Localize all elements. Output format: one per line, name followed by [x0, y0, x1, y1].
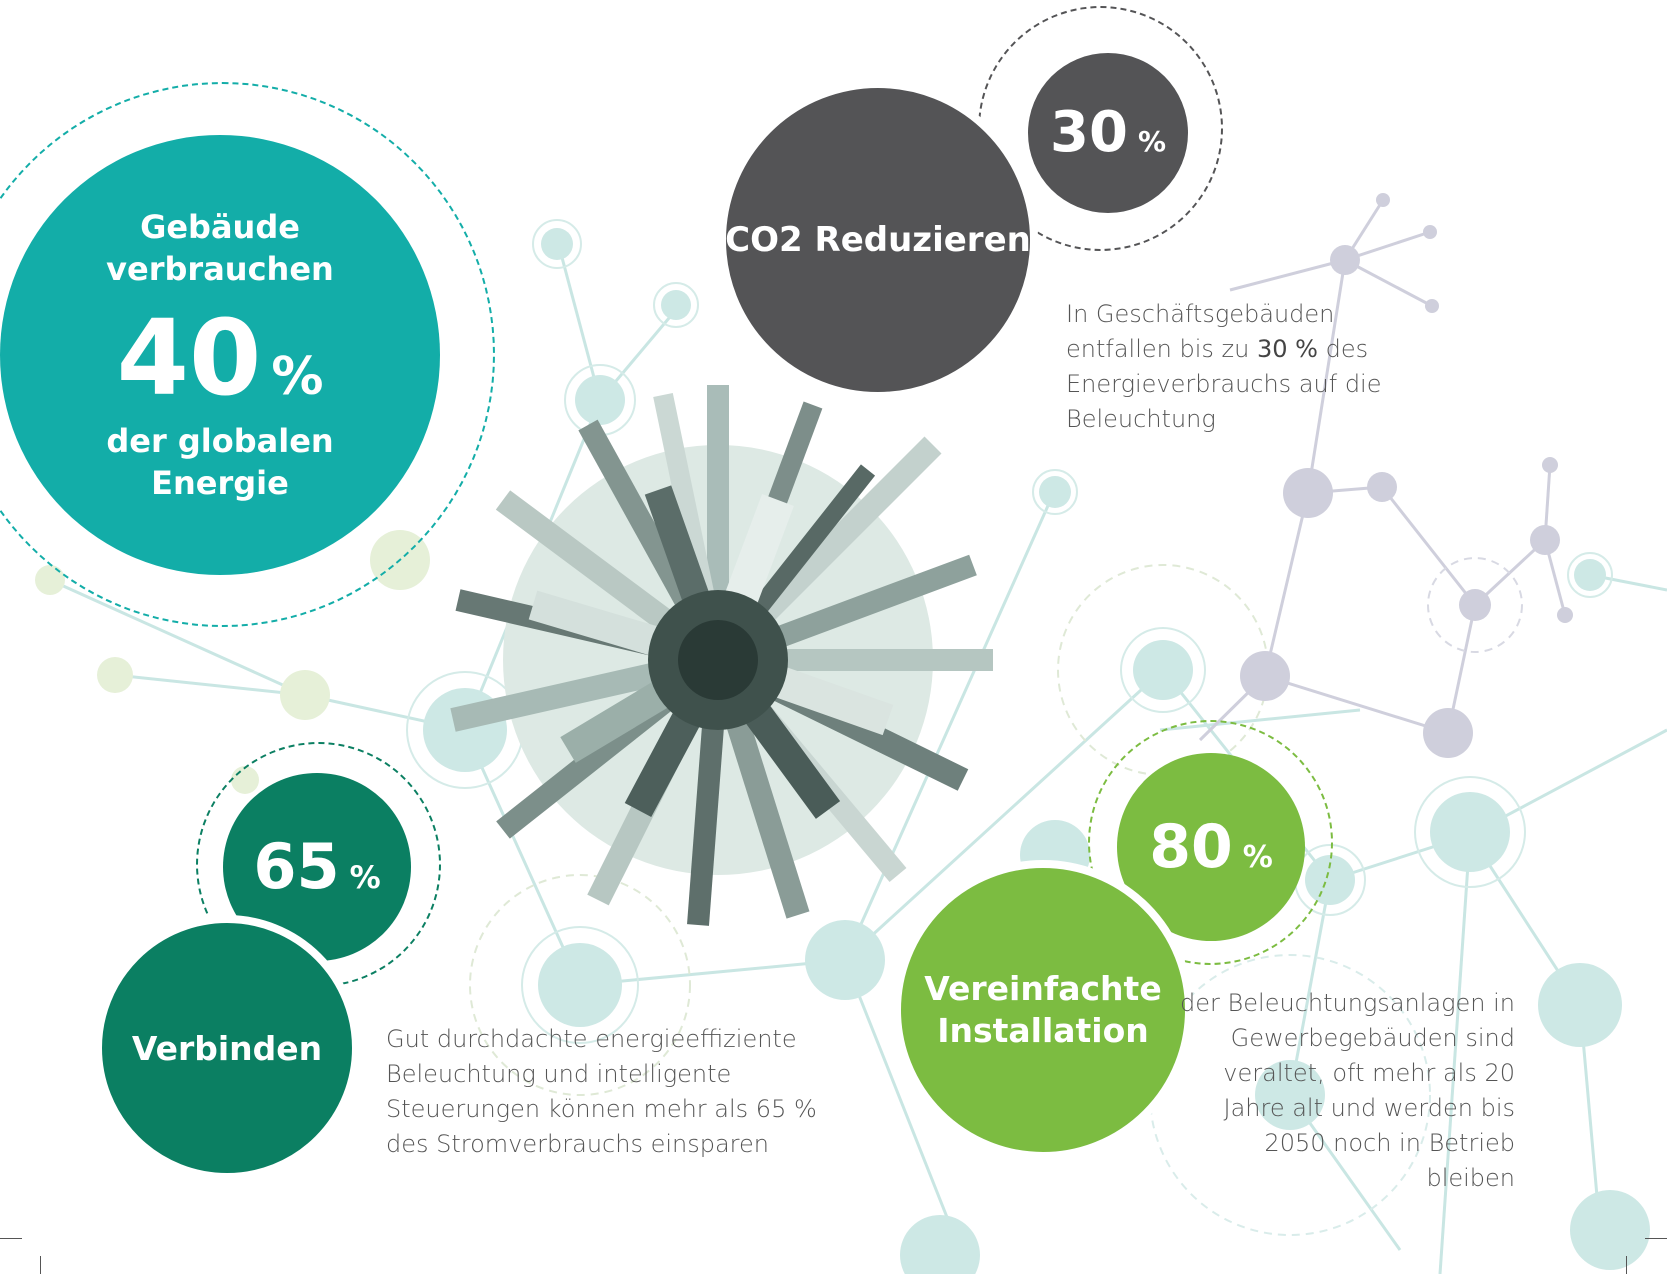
- stat-30-main-circle: CO2 Reduzieren: [718, 80, 1038, 400]
- stat-65-value: 65: [253, 830, 340, 903]
- stat-40-line2: verbrauchen: [106, 250, 334, 288]
- stat-40-line3: der globalen: [106, 422, 334, 460]
- stat-80-description: der Beleuchtungsanlagen in Gewerbegebäud…: [1180, 989, 1515, 1192]
- stat-40-value-row: 40%: [117, 306, 324, 410]
- stat-30-unit: %: [1137, 125, 1166, 158]
- stat-65-small-circle: 65%: [223, 773, 411, 961]
- crop-mark-left-h: [0, 1238, 22, 1239]
- stat-80-value: 80: [1149, 812, 1233, 882]
- crop-mark-right-v: [1626, 1256, 1627, 1274]
- stat-80-unit: %: [1242, 840, 1273, 875]
- stat-40-line1: Gebäude: [140, 208, 300, 246]
- stat-65-unit: %: [349, 860, 381, 896]
- stat-30-text-after: des Energieverbrauchs auf die Beleuchtun…: [1066, 335, 1382, 433]
- stat-80-label-line2: Installation: [937, 1011, 1149, 1050]
- stat-80-main-circle: Vereinfachte Installation: [893, 860, 1193, 1160]
- stat-40-line4: Energie: [151, 464, 289, 502]
- stat-80-dashed-ring: [1088, 720, 1333, 965]
- crop-mark-right-h: [1645, 1238, 1667, 1239]
- stat-40-value: 40: [116, 297, 262, 419]
- stat-30-label: CO2 Reduzieren: [725, 220, 1031, 260]
- stat-30-small-circle: 30%: [1028, 53, 1188, 213]
- stat-30-text-bold: 30 %: [1256, 335, 1318, 363]
- network-nodes-gray: [1240, 193, 1573, 758]
- stat-65-description: Gut durchdachte energieeffiziente Beleuc…: [386, 1025, 817, 1158]
- stat-30-description: In Geschäftsgebäuden entfallen bis zu 30…: [1066, 297, 1406, 437]
- stat-30-text-before: In Geschäftsgebäuden entfallen bis zu: [1066, 300, 1335, 363]
- stat-65-main-circle: Verbinden: [94, 915, 360, 1181]
- stat-30-value: 30: [1050, 100, 1128, 165]
- stat-40-unit: %: [271, 347, 324, 407]
- stat-40-circle: Gebäude verbrauchen 40% der globalen Ene…: [0, 135, 440, 575]
- stat-80-label-line1: Vereinfachte: [924, 969, 1162, 1008]
- city-globe-image: [450, 385, 993, 926]
- crop-mark-left-v: [40, 1256, 41, 1274]
- stat-65-label: Verbinden: [131, 1028, 323, 1068]
